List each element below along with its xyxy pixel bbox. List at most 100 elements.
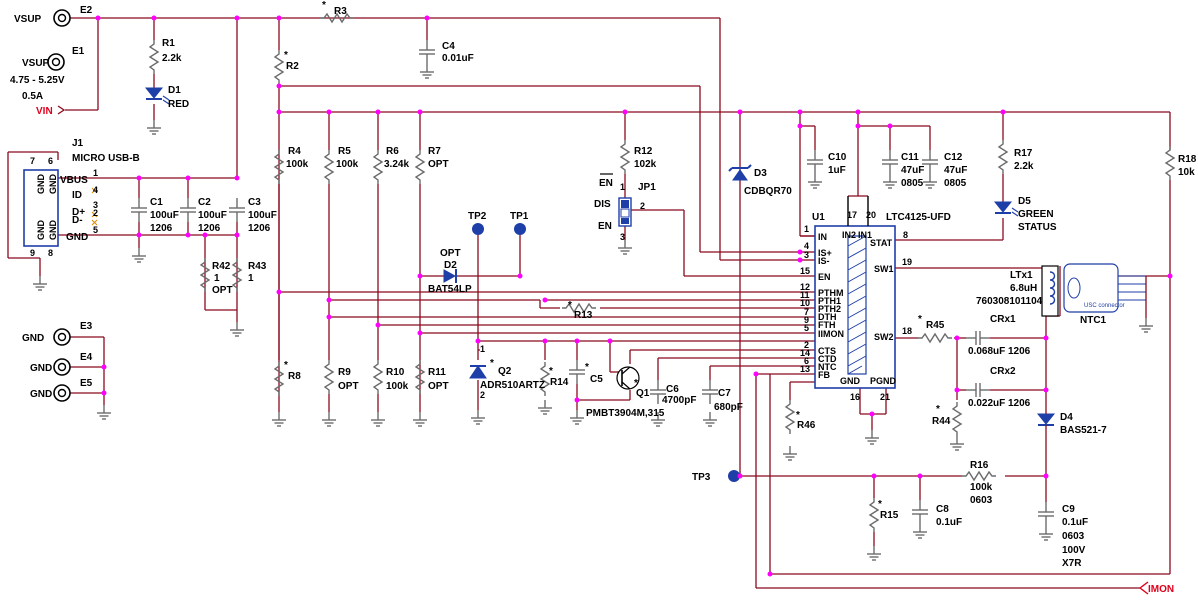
label-r7-val: OPT [428,159,449,170]
label-c11-pkg: 0805 [901,178,924,189]
star-q2: * [490,358,494,369]
label-c11: C11 [901,152,919,163]
label-c9-val: 0.1uF [1062,517,1088,528]
terminal-e5[interactable] [53,384,71,402]
label-crx1-val: 0.068uF [968,346,1005,357]
pin-num-17: 17 [847,210,857,220]
label-r8: R8 [288,371,301,382]
label-gnd-1: GND [22,333,44,344]
testpoint-tp3[interactable] [728,470,740,482]
label-r16: R16 [970,460,989,471]
label-r12-val: 102k [634,159,657,170]
label-r7: R7 [428,146,441,157]
star-r2: * [284,50,288,61]
label-r43: R43 [248,261,267,272]
label-e2: E2 [80,5,93,16]
label-c9: C9 [1062,504,1075,515]
pin-num-9: 9 [804,315,809,325]
pin-num-8: 8 [903,230,908,240]
terminal-e2[interactable] [53,9,71,27]
pin-pth2: PTH2 [818,304,841,314]
label-r2: R2 [286,61,299,72]
label-r11-val: OPT [428,381,449,392]
label-c1: C1 [150,197,163,208]
terminal-e3[interactable] [53,328,71,346]
star-r46: * [796,410,800,421]
resistor-r2 [274,49,284,85]
label-r46: R46 [797,420,816,431]
resistor-r7 [415,149,425,185]
label-tp1: TP1 [510,211,529,222]
label-d4-val: BAS521-7 [1060,425,1107,436]
capacitor-c2 [179,197,197,223]
star-r44: * [936,404,940,415]
label-c8-val: 0.1uF [936,517,962,528]
label-r5-val: 100k [336,159,359,170]
led-d5-icon [993,201,1019,217]
label-c12-val: 47uF [944,165,967,176]
testpoint-tp1[interactable] [514,223,526,235]
resistor-r46 [785,399,795,435]
label-ntc1: NTC1 [1080,315,1107,326]
label-r1-val: 2.2k [162,53,182,64]
pin-num-7: 7 [804,307,809,317]
label-ltx1-pn: 760308101104 [976,296,1043,307]
label-en: EN [598,221,612,232]
label-usb-p6: 6 [48,156,53,166]
testpoint-tp2[interactable] [472,223,484,235]
junction-dots [95,15,1173,577]
pin-pthm: PTHM [818,288,844,298]
label-voltage-range: 4.75 - 5.25V [10,75,65,86]
resistor-r45 [917,333,953,343]
pin-num-14: 14 [800,348,810,358]
label-r4-val: 100k [286,159,309,170]
pin-pgnd: PGND [870,376,897,386]
star-r13: * [568,300,572,311]
label-r14: R14 [550,377,569,388]
pin-num-12: 12 [800,282,810,292]
label-e3: E3 [80,321,93,332]
pin-en: EN [818,272,831,282]
label-usb-gnd-a: GND [36,174,46,195]
label-c6-val: 4700pF [662,395,696,406]
star-r14: * [549,366,553,377]
label-vin: VIN [36,106,53,117]
pin-num-20: 20 [866,210,876,220]
label-r16-val: 100k [970,482,993,493]
resistor-r9 [324,359,334,395]
diode-d3-icon [728,164,752,181]
pin-sw2: SW2 [874,332,894,342]
pin-num-2: 2 [804,340,809,350]
label-usb-p8: 8 [48,248,53,258]
terminal-e4[interactable] [53,358,71,376]
labels: VSUP E2 VSUP E1 4.75 - 5.25V 0.5A VIN * … [10,0,1197,595]
resistor-r12 [620,139,630,175]
label-q1-val: PMBT3904M,315 [586,408,665,419]
pin-dth: DTH [818,312,837,322]
resistor-r5 [324,149,334,185]
jumper-jp1[interactable] [618,197,632,227]
capacitor-c10 [806,149,824,175]
label-jp1-p1: 1 [620,182,625,192]
terminal-e1[interactable] [47,53,65,71]
capacitor-crx2 [965,382,991,398]
usb-connector-body [23,169,59,247]
label-r42-val: 1 [214,273,220,284]
label-c3-pkg: 1206 [248,223,271,234]
label-r6: R6 [386,146,399,157]
label-usb-p2: 2 [93,208,98,218]
label-jp1-p2: 2 [640,201,645,211]
label-d5-val2: STATUS [1018,222,1057,233]
label-c4: C4 [442,41,455,52]
resistor-r6 [373,149,383,185]
label-current: 0.5A [22,91,43,102]
label-r10-val: 100k [386,381,409,392]
pin-num-18: 18 [902,326,912,336]
resistor-r15 [869,497,879,533]
label-tp2: TP2 [468,211,487,222]
star-r8: * [284,360,288,371]
label-c2-pkg: 1206 [198,223,221,234]
label-en-bar: EN [599,178,613,189]
label-c4-val: 0.01uF [442,53,474,64]
